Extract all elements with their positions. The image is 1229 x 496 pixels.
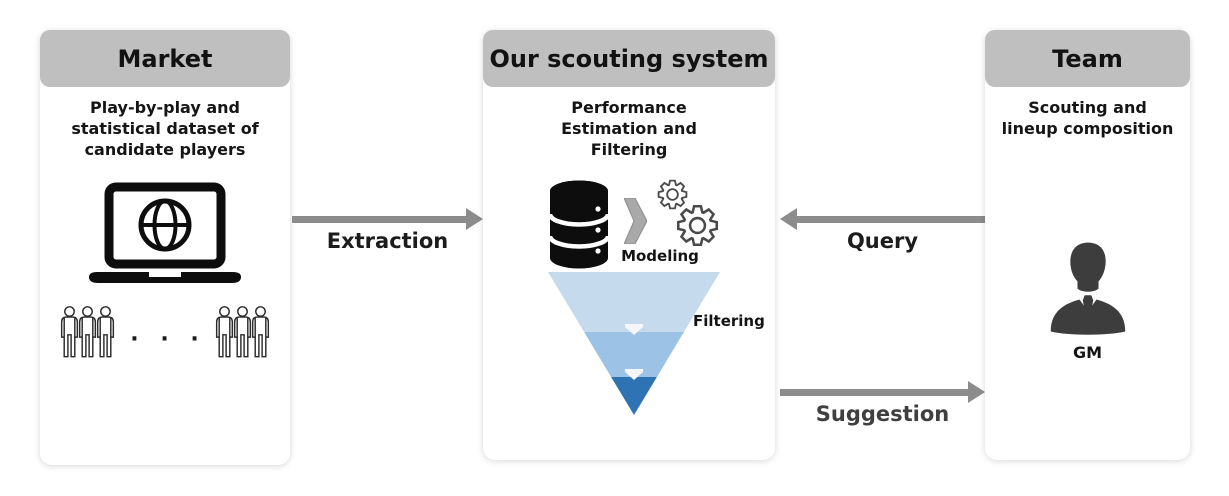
query-arrow-head-icon	[780, 208, 797, 230]
database-icon	[548, 180, 610, 269]
team-panel: Team Scouting and lineup composition GM	[985, 30, 1190, 460]
modeling-arrow-icon	[624, 198, 647, 244]
candidate-players-row: · · ·	[40, 306, 290, 359]
scouting-system-panel: Our scouting system Performance Estimati…	[483, 30, 775, 460]
team-title: Team	[1052, 44, 1123, 73]
gears-icon	[653, 178, 728, 253]
filtering-funnel-icon	[548, 272, 720, 415]
suggestion-arrow: Suggestion	[780, 373, 985, 435]
players-group-icon	[59, 306, 116, 359]
scouting-system-description: Performance Estimation and Filtering	[561, 98, 697, 160]
modeling-label: Modeling	[621, 247, 699, 265]
query-label: Query	[846, 229, 919, 253]
team-panel-header: Team	[985, 30, 1190, 87]
suggestion-label: Suggestion	[815, 402, 950, 426]
laptop-globe-icon	[89, 182, 241, 283]
funnel-step-arrow-icon	[625, 369, 643, 380]
suggestion-arrow-shaft	[780, 389, 970, 396]
ellipsis-dots: · · ·	[130, 326, 206, 352]
suggestion-arrow-head-icon	[968, 381, 985, 403]
gm-label: GM	[1072, 343, 1103, 362]
scouting-system-panel-header: Our scouting system	[483, 30, 775, 87]
filtering-label: Filtering	[693, 312, 765, 330]
funnel-step-arrow-icon	[625, 324, 643, 335]
market-title: Market	[117, 44, 213, 73]
extraction-arrow: Extraction	[292, 200, 483, 262]
scouting-system-title: Our scouting system	[489, 44, 769, 73]
players-group-icon	[214, 306, 271, 359]
market-panel-header: Market	[40, 30, 290, 87]
gm-businessman-icon	[1050, 242, 1126, 335]
market-description: Play-by-play and statistical dataset of …	[71, 98, 259, 160]
extraction-arrow-shaft	[292, 216, 468, 223]
query-arrow-shaft	[795, 216, 985, 223]
query-arrow: Query	[780, 200, 985, 262]
market-panel: Market Play-by-play and statistical data…	[40, 30, 290, 465]
extraction-arrow-head-icon	[466, 208, 483, 230]
team-description: Scouting and lineup composition	[1001, 98, 1174, 139]
globe-icon	[138, 198, 192, 252]
extraction-label: Extraction	[326, 229, 449, 253]
